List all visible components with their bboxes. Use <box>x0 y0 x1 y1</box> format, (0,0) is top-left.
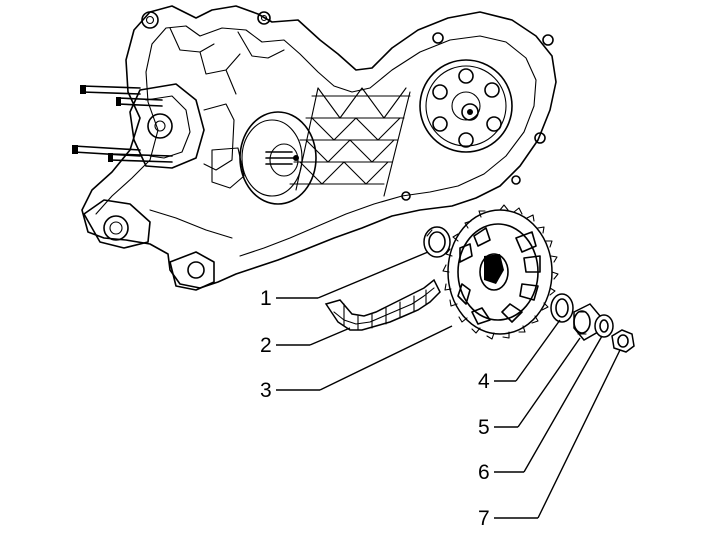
callout-number-6: 6 <box>478 461 490 484</box>
leader-3-diag <box>319 325 453 391</box>
part-5-spacer <box>573 303 601 341</box>
callout-number-1: 1 <box>260 287 272 310</box>
callout-leaders <box>276 251 621 519</box>
leader-2-diag <box>309 327 351 346</box>
leader-5-diag <box>517 337 581 428</box>
drive-pulley <box>239 111 317 205</box>
part-7-nut <box>611 329 635 353</box>
callout-numbers: 1 2 3 4 5 6 7 <box>260 287 490 530</box>
crankcase-lattice <box>289 87 411 197</box>
rear-mount-lug <box>83 199 233 291</box>
callout-number-5: 5 <box>478 416 490 439</box>
callout-number-7: 7 <box>478 507 490 530</box>
leader-7-diag <box>537 349 621 519</box>
part-6-washer <box>594 314 614 338</box>
leader-4-diag <box>515 319 561 382</box>
leader-6-diag <box>523 335 603 473</box>
cylinder-studs <box>72 85 173 163</box>
callout-number-4: 4 <box>478 370 490 393</box>
leader-1-diag <box>317 251 429 299</box>
part-4-seal-ring <box>550 293 574 323</box>
part-1-oil-seal <box>423 226 451 258</box>
callout-number-3: 3 <box>260 379 272 402</box>
part-3-sprocket <box>442 204 559 340</box>
part-2-drive-chain <box>324 278 441 331</box>
cylinder-head <box>129 83 245 189</box>
callout-number-2: 2 <box>260 334 272 357</box>
engine-crankcase <box>72 5 557 291</box>
clutch-cover <box>419 59 513 153</box>
